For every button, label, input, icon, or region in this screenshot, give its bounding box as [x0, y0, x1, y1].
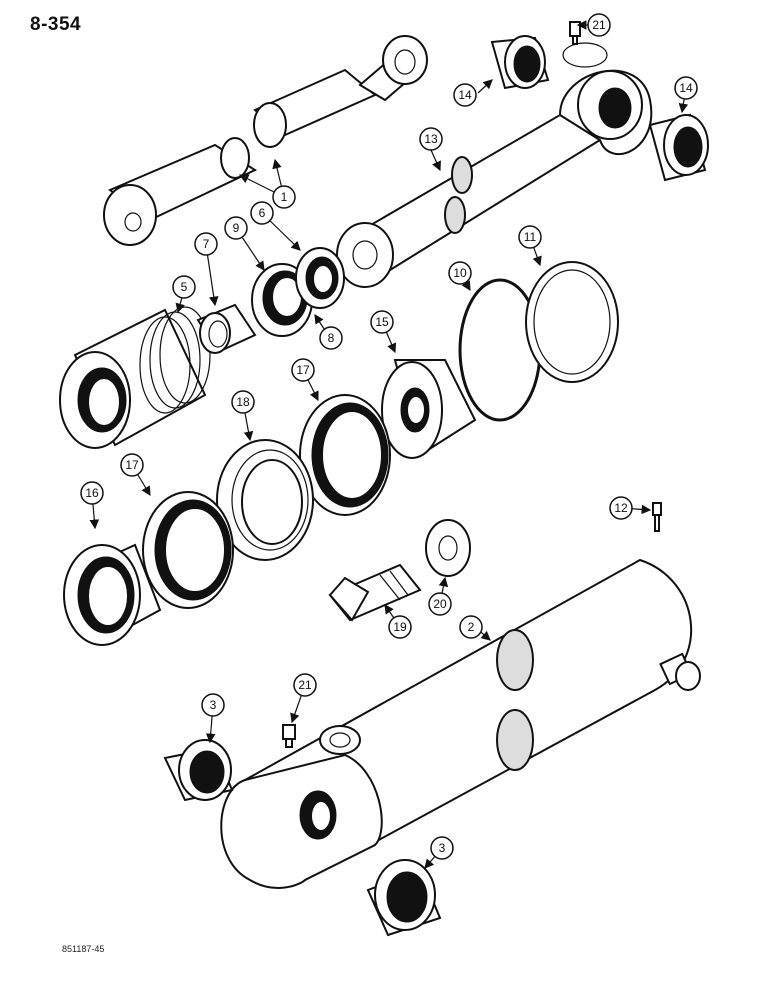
callout-21-top: 21 — [587, 13, 611, 37]
callout-6: 6 — [250, 201, 274, 225]
svg-text:3: 3 — [210, 698, 217, 712]
callout-1: 1 — [272, 185, 296, 209]
piston-15 — [381, 359, 477, 459]
svg-text:17: 17 — [125, 458, 139, 472]
page-number: 8-354 — [30, 14, 82, 35]
svg-text:17: 17 — [296, 363, 310, 377]
svg-text:20: 20 — [433, 597, 447, 611]
callout-3-upper: 3 — [201, 693, 225, 717]
figure-code: 851187-45 — [62, 944, 105, 954]
svg-text:14: 14 — [679, 81, 693, 95]
callout-5: 5 — [172, 275, 196, 299]
svg-text:8: 8 — [328, 331, 335, 345]
bolt-19 — [328, 563, 422, 622]
bushing-7 — [196, 303, 257, 354]
callout-8: 8 — [319, 326, 343, 350]
callout-3-lower: 3 — [430, 836, 454, 860]
svg-text:5: 5 — [181, 280, 188, 294]
svg-text:9: 9 — [233, 221, 240, 235]
callout-20: 20 — [428, 592, 452, 616]
svg-text:21: 21 — [592, 18, 606, 32]
callout-10: 10 — [448, 261, 472, 285]
washer-20 — [425, 519, 471, 577]
svg-text:19: 19 — [393, 620, 407, 634]
callout-11: 11 — [518, 225, 542, 249]
cylinder-overview-assembly — [103, 35, 428, 246]
retainer-16 — [63, 543, 162, 646]
backup-ring-11 — [525, 261, 619, 383]
callout-14-left: 14 — [453, 83, 477, 107]
piston-seal-17-upper — [299, 394, 391, 516]
callout-2: 2 — [459, 615, 483, 639]
gland — [59, 306, 211, 449]
callout-19: 19 — [388, 615, 412, 639]
svg-text:6: 6 — [259, 206, 266, 220]
svg-text:16: 16 — [85, 486, 99, 500]
wear-ring-18 — [216, 439, 314, 561]
svg-text:2: 2 — [468, 620, 475, 634]
callout-15: 15 — [370, 310, 394, 334]
callout-9: 9 — [224, 216, 248, 240]
piston-seal-17-lower — [142, 491, 234, 609]
svg-text:3: 3 — [439, 841, 446, 855]
callout-12: 12 — [609, 496, 633, 520]
grease-fitting-21-barrel — [282, 724, 296, 748]
bleed-screw-12 — [652, 502, 662, 532]
svg-text:13: 13 — [424, 132, 438, 146]
bushing-3-upper — [163, 739, 234, 802]
bushing-14-left — [490, 35, 550, 90]
svg-text:15: 15 — [375, 315, 389, 329]
callout-17-lower: 17 — [120, 453, 144, 477]
wiper-seal-6 — [295, 247, 345, 309]
callout-18: 18 — [231, 390, 255, 414]
callout-7: 7 — [194, 232, 218, 256]
bushing-14-right — [648, 113, 709, 182]
piston-rod — [336, 42, 653, 288]
svg-text:21: 21 — [298, 678, 312, 692]
callout-13: 13 — [419, 127, 443, 151]
svg-text:10: 10 — [453, 266, 467, 280]
svg-text:7: 7 — [203, 237, 210, 251]
cylinder-barrel — [220, 558, 701, 889]
callout-21-barrel: 21 — [293, 673, 317, 697]
svg-text:1: 1 — [281, 190, 288, 204]
callout-17-upper: 17 — [291, 358, 315, 382]
svg-text:14: 14 — [458, 88, 472, 102]
svg-text:11: 11 — [524, 230, 537, 244]
svg-text:12: 12 — [614, 501, 628, 515]
svg-text:18: 18 — [236, 395, 250, 409]
callout-16: 16 — [80, 481, 104, 505]
bushing-3-lower — [366, 859, 442, 937]
callout-14-right: 14 — [674, 76, 698, 100]
